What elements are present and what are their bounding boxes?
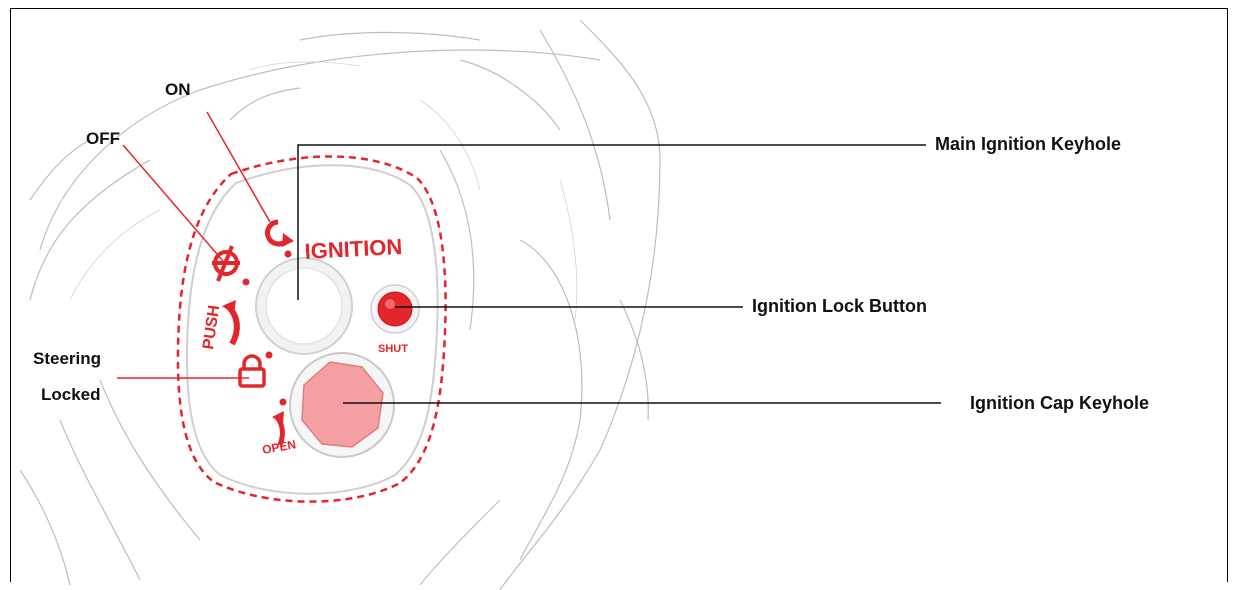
off-label: OFF: [86, 129, 120, 149]
cap-keyhole-label: Ignition Cap Keyhole: [970, 393, 1149, 414]
main-keyhole: [266, 268, 342, 344]
lock-button-label: Ignition Lock Button: [752, 296, 927, 317]
lock-button: [378, 292, 412, 326]
steering-label: Steering: [33, 349, 101, 369]
ignition-panel-label: IGNITION: [304, 234, 403, 264]
main-keyhole-label: Main Ignition Keyhole: [935, 134, 1121, 155]
lock-button-highlight: [385, 299, 395, 309]
shut-panel-label: SHUT: [378, 343, 408, 355]
locked-label: Locked: [41, 385, 101, 405]
on-label: ON: [165, 80, 191, 100]
